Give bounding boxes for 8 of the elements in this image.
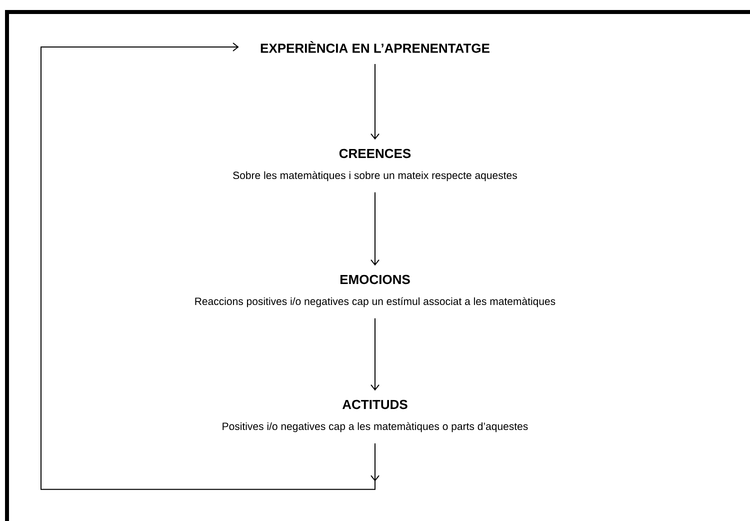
arrow — [370, 64, 380, 140]
arrow — [40, 42, 380, 490]
stage-text: CREENCES Sobre les matemàtiques i sobre un mateix respecte aquestes — [233, 148, 517, 182]
arrow — [370, 318, 380, 391]
stage-text: EMOCIONS Reaccions positives i/o negatives cap un estímul associat a les matemàtiques — [195, 274, 556, 308]
stage-text: ACTITUDS Positives i/o negatives cap a les matemàtiques o parts d’aquestes — [222, 400, 528, 432]
arrow — [370, 192, 380, 266]
heading-text: EXPERIÈNCIA EN L’APRENENTATGE — [260, 41, 490, 53]
